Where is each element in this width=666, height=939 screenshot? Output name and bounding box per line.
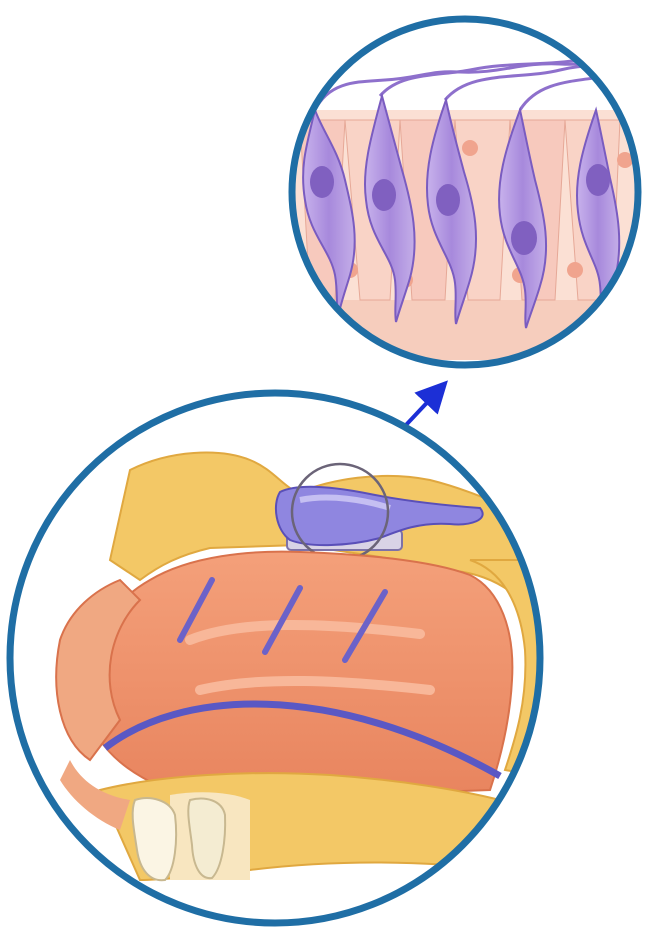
- nasal-cavity-panel: [10, 393, 560, 923]
- epithelium-magnified-panel: [280, 19, 660, 365]
